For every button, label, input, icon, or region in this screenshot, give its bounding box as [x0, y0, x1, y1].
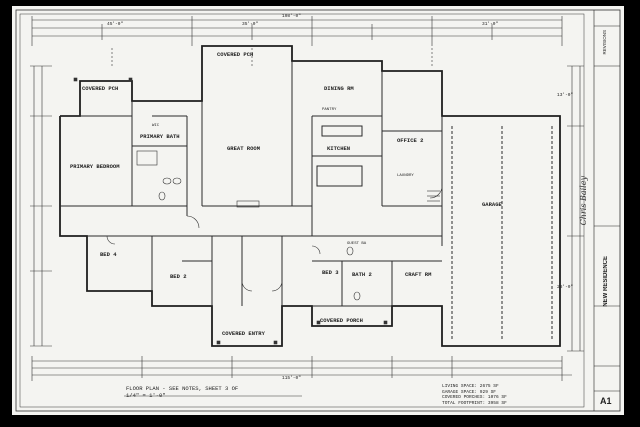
- signature: Chris Bailey: [579, 176, 588, 226]
- dim-right-b: 28'-0": [557, 285, 574, 290]
- room-label-guest-bath: GUEST BA: [347, 242, 367, 246]
- room-label-bed2: BED 2: [170, 273, 187, 280]
- dim-top-overall: 108'-0": [282, 14, 301, 19]
- room-label-bed3: BED 3: [322, 269, 339, 276]
- dim-bottom-overall: 115'-0": [282, 376, 301, 381]
- area-living: LIVING SPACE: 2675 SF: [442, 384, 499, 389]
- area-total: TOTAL FOOTPRINT: 3958 SF: [442, 400, 507, 406]
- drawing-title: FLOOR PLAN - SEE NOTES, SHEET 3 OF 1/4" …: [126, 385, 239, 399]
- room-label-laundry: LAUNDRY: [397, 174, 414, 178]
- room-label-primary-bedroom: PRIMARY BEDROOM: [70, 163, 120, 170]
- room-label-pantry: PANTRY: [322, 108, 337, 112]
- room-label-bed4: BED 4: [100, 251, 117, 258]
- room-label-covered-entry: COVERED ENTRY: [222, 330, 265, 337]
- room-label-kitchen: KITCHEN: [327, 145, 351, 152]
- room-label-craft: CRAFT RM: [405, 271, 432, 278]
- floor-plan-drawing: [15, 9, 621, 412]
- area-schedule: LIVING SPACE: 2675 SF GARAGE SPACE: 929 …: [442, 384, 507, 407]
- room-label-dining: DINING RM: [324, 85, 354, 92]
- area-garage: GARAGE SPACE: 929 SF: [442, 389, 497, 395]
- room-label-covered-porch-left: COVERED PCH: [82, 85, 119, 92]
- dim-top-b: 35'-0": [242, 22, 259, 27]
- room-label-bath: BATH 2: [352, 271, 372, 278]
- room-label-great-room: GREAT ROOM: [227, 145, 261, 152]
- drawing-scale: 1/4" = 1'-0": [126, 391, 166, 399]
- room-label-office: OFFICE 2: [397, 137, 424, 144]
- blueprint-sheet: COVERED PCH COVERED PCH PRIMARY BEDROOM …: [12, 6, 624, 415]
- dim-right-a: 13'-0": [557, 93, 574, 98]
- title-block-sheet-number: A1: [600, 396, 612, 406]
- room-label-covered-porch-top: COVERED PCH: [217, 51, 254, 58]
- area-porches: COVERED PORCHES: 1076 SF: [442, 395, 507, 401]
- title-block-project: NEW RESIDENCE: [603, 256, 609, 307]
- dim-top-a: 45'-0": [107, 22, 124, 27]
- drawing-title-text: FLOOR PLAN - SEE NOTES, SHEET 3 OF: [126, 385, 239, 392]
- room-label-covered-porch-bottom: COVERED PORCH: [320, 317, 363, 324]
- room-label-garage: GARAGE: [482, 201, 502, 208]
- title-block-revisions: REVISIONS: [602, 30, 607, 55]
- room-label-primary-bath: PRIMARY BATH: [140, 133, 180, 140]
- room-label-wic: WIC: [152, 124, 160, 128]
- dim-top-c: 31'-0": [482, 22, 499, 27]
- title-block: REVISIONS NEW RESIDENCE A1: [594, 16, 622, 409]
